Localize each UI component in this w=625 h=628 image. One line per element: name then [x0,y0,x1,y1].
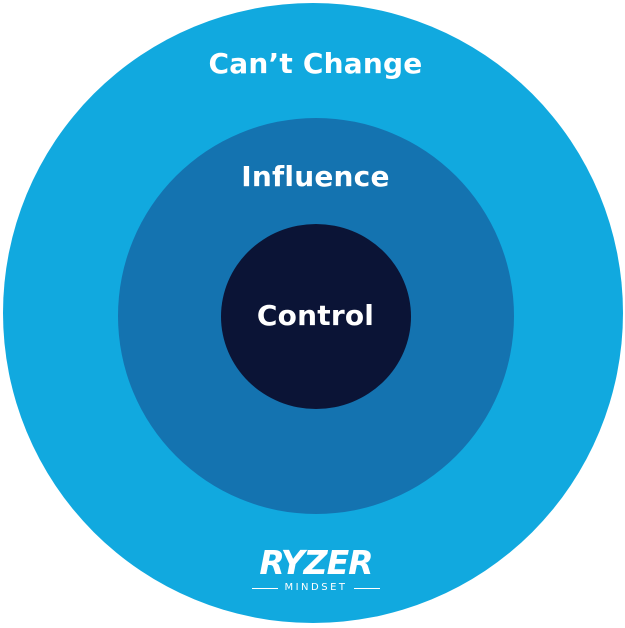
logo-rule-left [252,587,279,589]
influence-label: Influence [241,160,390,193]
ryzer-mindset-logo: RYZER MINDSET [238,546,394,594]
logo-subtitle-row: MINDSET [238,582,394,594]
control-circle [221,224,411,409]
control-label: Control [256,299,375,332]
logo-rule-right [353,587,380,589]
logo-subtitle: MINDSET [284,582,348,593]
logo-wordmark: RYZER [259,543,373,582]
cant-change-label: Can’t Change [208,47,423,80]
